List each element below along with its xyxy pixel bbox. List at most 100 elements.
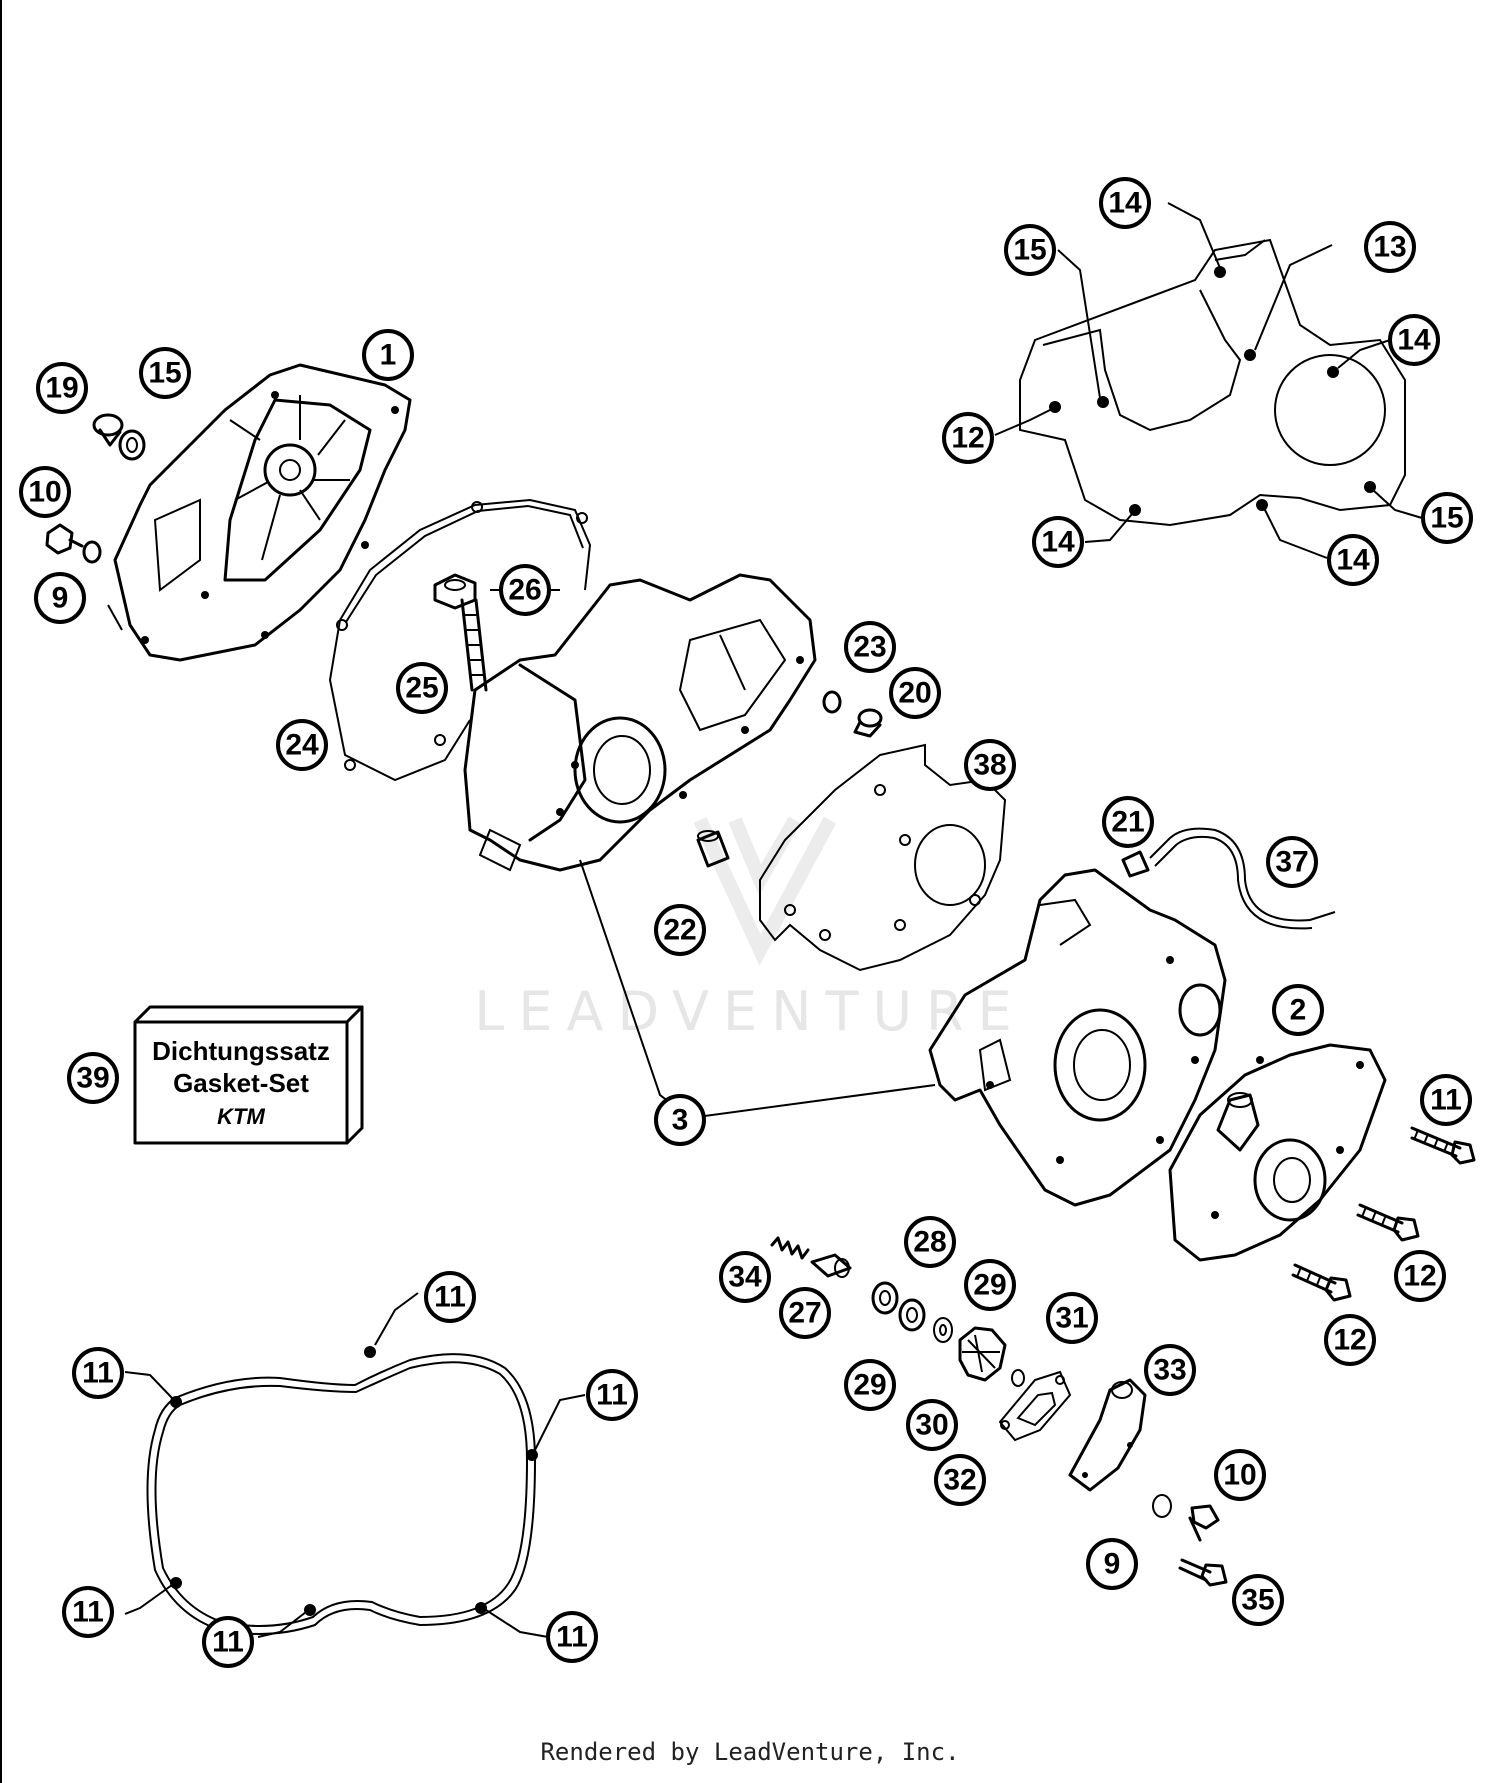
svg-text:29: 29 bbox=[973, 1269, 1006, 1302]
watermark-text: LEADVENTURE bbox=[474, 980, 1025, 1043]
svg-text:10: 10 bbox=[1223, 1459, 1256, 1492]
part-10-bolt-right bbox=[1188, 1504, 1220, 1542]
callout-11-top[interactable]: 11 bbox=[424, 1271, 476, 1323]
callout-22[interactable]: 21 bbox=[1102, 796, 1154, 848]
part-23-dowel-pin bbox=[696, 830, 730, 868]
svg-text:38: 38 bbox=[973, 749, 1006, 782]
svg-text:13: 13 bbox=[1373, 231, 1406, 264]
svg-text:23: 23 bbox=[853, 631, 886, 664]
svg-text:30: 30 bbox=[915, 1409, 948, 1442]
callout-30[interactable]: 29 bbox=[964, 1259, 1016, 1311]
svg-text:24: 24 bbox=[285, 729, 319, 762]
callout-20[interactable]: 19 bbox=[36, 362, 88, 414]
callout-11-lower-left[interactable]: 11 bbox=[62, 1586, 114, 1638]
part-33-pump-gasket bbox=[998, 1370, 1072, 1442]
callout-3[interactable]: 3 bbox=[654, 1094, 706, 1146]
watermark: LEADVENTURE bbox=[474, 816, 1025, 1043]
callout-21[interactable]: 20 bbox=[889, 667, 941, 719]
svg-text:14: 14 bbox=[1108, 187, 1142, 220]
callout-12-upper[interactable]: 11 bbox=[1420, 1074, 1472, 1126]
part-35-spring bbox=[770, 1236, 810, 1260]
callout-9-right[interactable]: 9 bbox=[1086, 1538, 1138, 1590]
svg-text:11: 11 bbox=[212, 1626, 244, 1659]
part-29-seal-b bbox=[898, 1298, 926, 1332]
callout-26[interactable]: 25 bbox=[396, 662, 448, 714]
svg-text:14: 14 bbox=[1336, 544, 1370, 577]
svg-text:20: 20 bbox=[898, 677, 931, 710]
callout-11-lower-right[interactable]: 11 bbox=[546, 1611, 598, 1663]
svg-text:33: 33 bbox=[1153, 1354, 1186, 1387]
part-19-seal-ring bbox=[118, 429, 146, 461]
callout-13[interactable]: 12 bbox=[942, 412, 994, 464]
callout-2[interactable]: 2 bbox=[1272, 984, 1324, 1036]
callout-24[interactable]: 23 bbox=[844, 621, 896, 673]
part-31-impeller bbox=[958, 1326, 1007, 1382]
svg-text:22: 22 bbox=[663, 914, 696, 947]
part-9-washer-left bbox=[82, 540, 102, 564]
callout-9-left[interactable]: 9 bbox=[34, 572, 86, 624]
svg-text:37: 37 bbox=[1275, 846, 1308, 879]
part-12-bolt-a bbox=[1410, 1126, 1476, 1165]
part-24-washer bbox=[822, 690, 842, 714]
part-34-pump-cover bbox=[1068, 1378, 1147, 1492]
callout-14-top[interactable]: 13 bbox=[1364, 221, 1416, 273]
svg-text:26: 26 bbox=[508, 574, 541, 607]
part-25-cover-gasket bbox=[328, 498, 592, 782]
callout-23[interactable]: 22 bbox=[654, 904, 706, 956]
callout-99[interactable]: 39 bbox=[67, 1052, 119, 1104]
callout-29-top[interactable]: 28 bbox=[904, 1216, 956, 1268]
callout-11-upper-right[interactable]: 11 bbox=[586, 1369, 638, 1421]
callout-10-right[interactable]: 10 bbox=[1214, 1449, 1266, 1501]
part-1-ignition-cover bbox=[113, 363, 412, 662]
callout-38[interactable]: 37 bbox=[1266, 836, 1318, 888]
svg-text:12: 12 bbox=[1333, 1324, 1366, 1357]
callout-10-left[interactable]: 10 bbox=[19, 466, 71, 518]
callout-14-right[interactable]: 14 bbox=[1388, 314, 1440, 366]
callout-15-top[interactable]: 14 bbox=[1099, 177, 1151, 229]
gasket-set-box: Dichtungssatz Gasket-Set KTM bbox=[133, 1005, 364, 1145]
callout-14-bottom-left[interactable]: 14 bbox=[1032, 516, 1084, 568]
callout-29-bottom[interactable]: 29 bbox=[844, 1359, 896, 1411]
svg-text:19: 19 bbox=[45, 372, 78, 405]
part-32-o-ring bbox=[1011, 1369, 1025, 1387]
leader-lines bbox=[107, 202, 1423, 1638]
callout-25[interactable]: 24 bbox=[276, 719, 328, 771]
callout-31[interactable]: 30 bbox=[906, 1399, 958, 1451]
part-11-gasket bbox=[146, 1346, 538, 1635]
svg-text:11: 11 bbox=[72, 1596, 104, 1629]
callout-12-lower[interactable]: 12 bbox=[1324, 1314, 1376, 1366]
callout-19[interactable]: 15 bbox=[139, 347, 191, 399]
svg-text:35: 35 bbox=[1241, 1584, 1274, 1617]
callout-39[interactable]: 38 bbox=[964, 739, 1016, 791]
callout-37[interactable]: 35 bbox=[1232, 1574, 1284, 1626]
part-2-water-pump-cover bbox=[1168, 1043, 1387, 1262]
svg-text:9: 9 bbox=[52, 582, 69, 615]
svg-text:14: 14 bbox=[1041, 526, 1075, 559]
callout-11-upper-left[interactable]: 11 bbox=[72, 1347, 124, 1399]
part-22-hose-clamp bbox=[1121, 850, 1150, 878]
part-13-clutch-cover-gasket bbox=[1019, 238, 1406, 527]
callout-27[interactable]: 26 bbox=[499, 564, 551, 616]
callout-35[interactable]: 34 bbox=[719, 1251, 771, 1303]
callout-11-bottom[interactable]: 11 bbox=[202, 1616, 254, 1668]
callout-28[interactable]: 27 bbox=[779, 1287, 831, 1339]
callout-1[interactable]: 1 bbox=[362, 329, 414, 381]
callout-14-bottom[interactable]: 14 bbox=[1327, 534, 1379, 586]
svg-text:15: 15 bbox=[148, 357, 181, 390]
callouts: 1 2 3 9 9 10 10 11 11 11 11 11 11 11 12 … bbox=[19, 177, 1473, 1668]
part-9-washer-right bbox=[1152, 1494, 1172, 1518]
svg-text:32: 32 bbox=[943, 1464, 976, 1497]
callout-15-right[interactable]: 15 bbox=[1421, 492, 1473, 544]
svg-text:11: 11 bbox=[1430, 1084, 1462, 1117]
callout-15-left[interactable]: 15 bbox=[1004, 224, 1056, 276]
part-30-washer bbox=[933, 1317, 953, 1343]
svg-text:2: 2 bbox=[1290, 994, 1307, 1027]
callout-32[interactable]: 31 bbox=[1046, 1292, 1098, 1344]
svg-text:14: 14 bbox=[1397, 324, 1431, 357]
callout-12-middle[interactable]: 12 bbox=[1394, 1250, 1446, 1302]
callout-33[interactable]: 32 bbox=[934, 1454, 986, 1506]
part-29-seal-a bbox=[871, 1281, 899, 1315]
svg-text:12: 12 bbox=[1403, 1260, 1436, 1293]
callout-34[interactable]: 33 bbox=[1144, 1344, 1196, 1396]
